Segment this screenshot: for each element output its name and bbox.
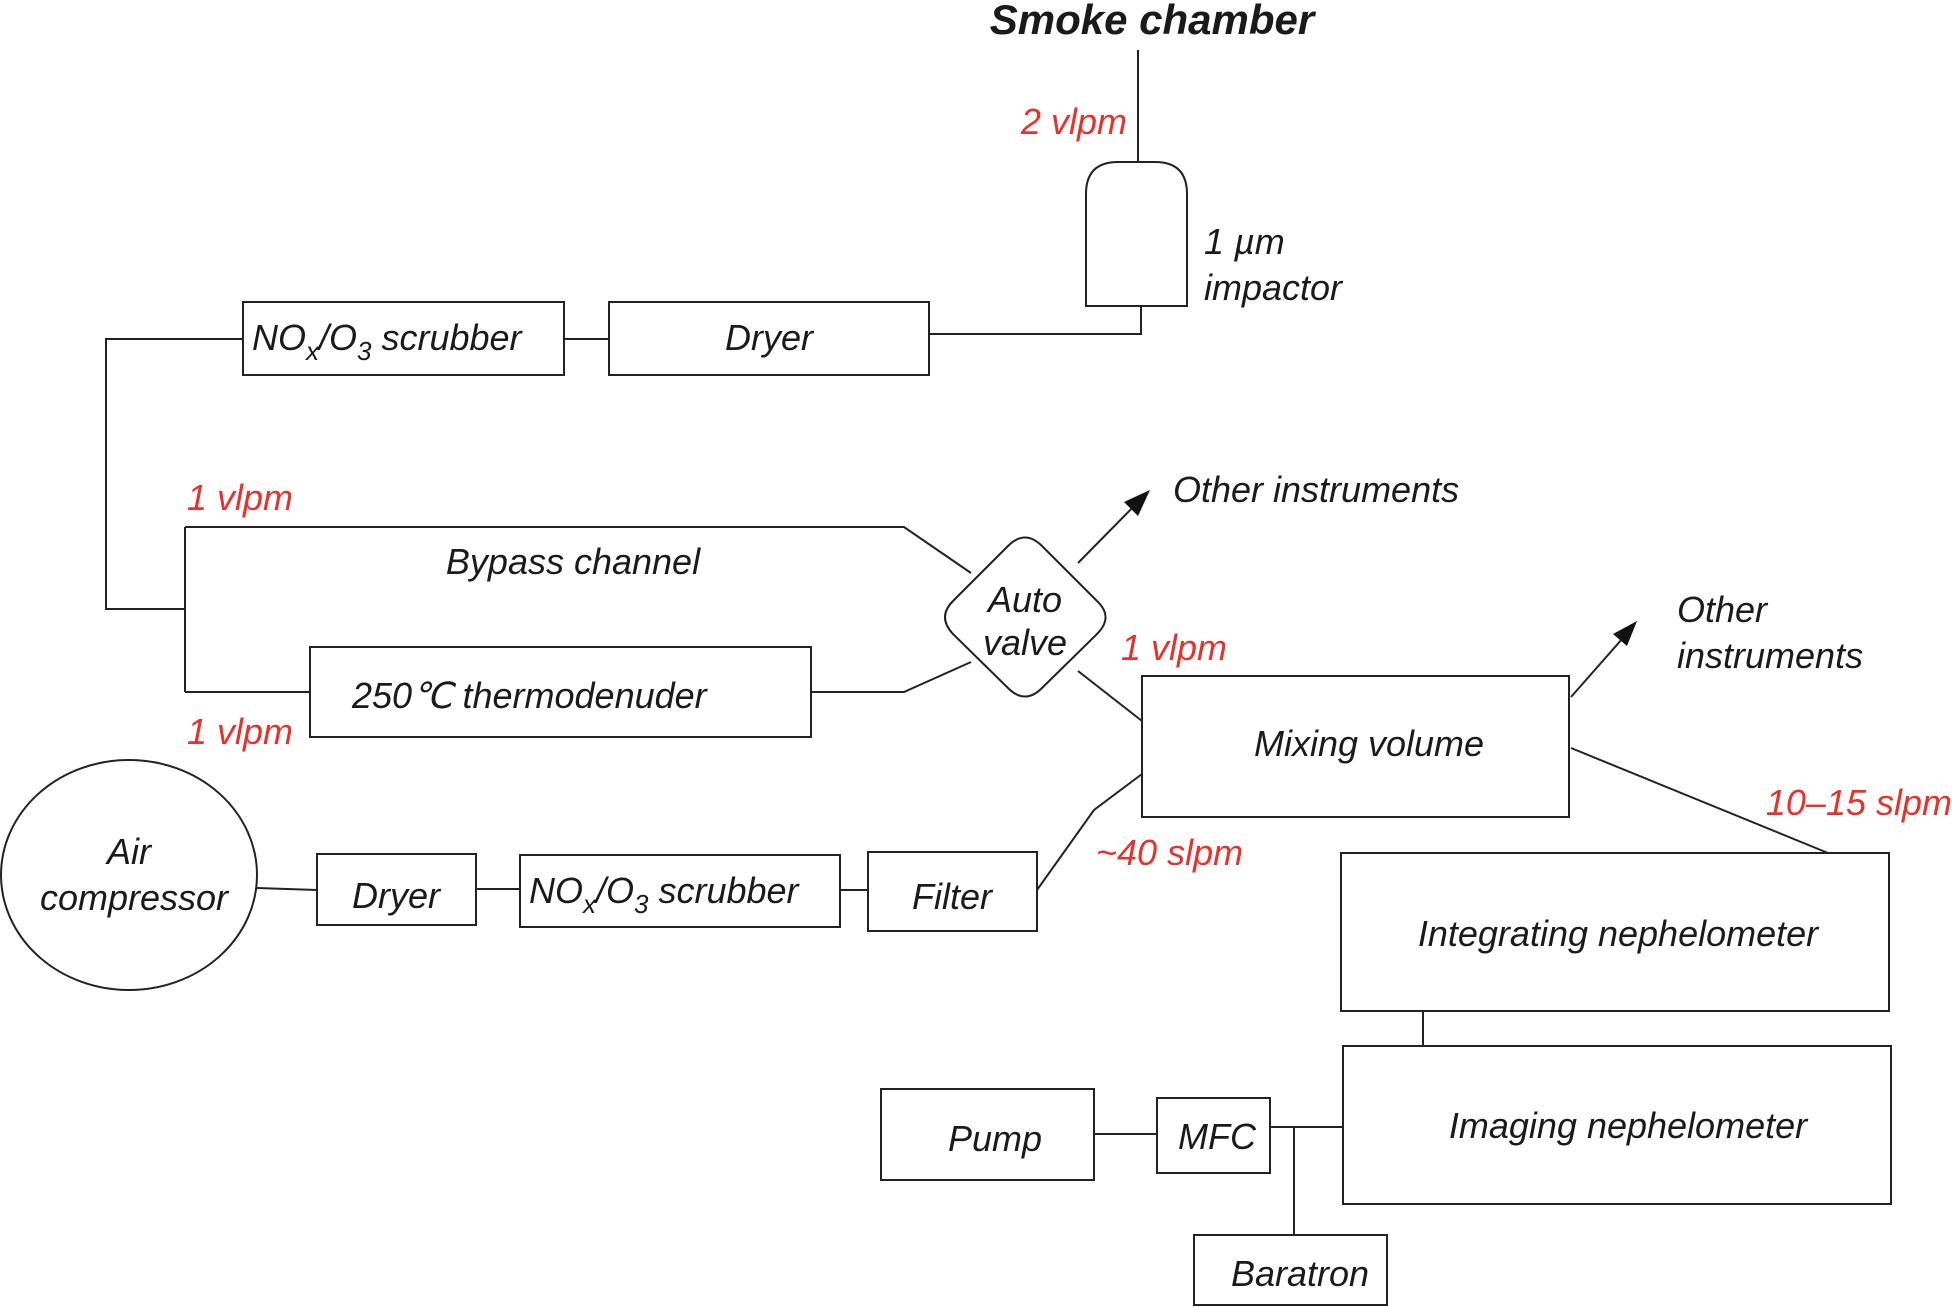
flow-valve-out: 1 vlpm xyxy=(1121,627,1227,668)
air-compressor-label-line1: Air xyxy=(105,831,153,872)
scrubber-trunk-line xyxy=(105,338,243,610)
scrubber-top-label: NOx/O3 scrubber xyxy=(252,317,524,366)
imaging-nephelometer-label: Imaging nephelometer xyxy=(1449,1105,1809,1146)
arrowhead-icon xyxy=(1124,490,1150,516)
pump-box xyxy=(880,1088,1095,1181)
impactor-shape xyxy=(1085,161,1188,307)
thermodenuder-box xyxy=(309,646,812,738)
impactor-to-dryer-line xyxy=(929,306,1142,335)
impactor-label-line1: 1 µm xyxy=(1204,221,1285,262)
bypass-line xyxy=(185,526,972,574)
compressor-to-dryer-line xyxy=(256,887,318,891)
mixing-volume-box xyxy=(1141,675,1570,818)
flow-bypass: 1 vlpm xyxy=(187,477,293,518)
baratron-label: Baratron xyxy=(1231,1253,1369,1294)
air-compressor-label-line2: compressor xyxy=(40,877,230,918)
scrubber-top-box xyxy=(242,301,565,376)
auto-valve-shape xyxy=(944,536,1107,698)
flow-thermodenuder: 1 vlpm xyxy=(187,711,293,752)
mixing-volume-label: Mixing volume xyxy=(1254,723,1484,764)
auto-valve-label-line2: valve xyxy=(983,622,1067,663)
scrubber-bottom-box xyxy=(519,854,841,928)
integrating-nephelometer-box xyxy=(1340,852,1890,1012)
flow-chamber-out: 2 vlpm xyxy=(1020,101,1127,142)
filter-to-mixing-line xyxy=(1036,773,1143,891)
dryer-bottom-label: Dryer xyxy=(352,875,442,916)
integrating-nephelometer-label: Integrating nephelometer xyxy=(1418,913,1820,954)
bypass-channel-label: Bypass channel xyxy=(446,541,701,582)
flow-dilution-air: ~40 slpm xyxy=(1096,832,1243,873)
other-instruments-2-line1: Other xyxy=(1677,589,1769,630)
auto-valve-label-line1: Auto xyxy=(986,579,1062,620)
baratron-box xyxy=(1193,1234,1388,1306)
valve-to-mixing-line xyxy=(1077,670,1143,722)
filter-label: Filter xyxy=(912,876,994,917)
impactor-label-line2: impactor xyxy=(1204,267,1344,308)
mixing-to-nephelometer-line xyxy=(1570,747,1829,854)
scrubber-bottom-label: NOx/O3 scrubber xyxy=(529,870,801,919)
imaging-nephelometer-box xyxy=(1342,1045,1892,1205)
flow-nephelometer: 10–15 slpm xyxy=(1766,782,1952,823)
filter-box xyxy=(867,851,1038,932)
dryer-top-label: Dryer xyxy=(725,317,815,358)
arrowhead-icon xyxy=(1613,621,1637,646)
thermodenuder-label: 250℃ thermodenuder xyxy=(351,675,709,716)
arrow-other-instruments-2 xyxy=(1570,629,1631,698)
dryer-bottom-box xyxy=(316,853,477,926)
thermodenuder-to-valve-line xyxy=(811,661,972,693)
air-compressor-shape xyxy=(0,759,258,991)
pump-label: Pump xyxy=(948,1118,1042,1159)
dryer-top-box xyxy=(608,301,930,376)
other-instruments-2-line2: instruments xyxy=(1677,635,1863,676)
mfc-label: MFC xyxy=(1178,1116,1257,1157)
smoke-chamber-title: Smoke chamber xyxy=(990,0,1317,43)
other-instruments-1-label: Other instruments xyxy=(1173,469,1459,510)
mfc-box xyxy=(1156,1097,1271,1174)
